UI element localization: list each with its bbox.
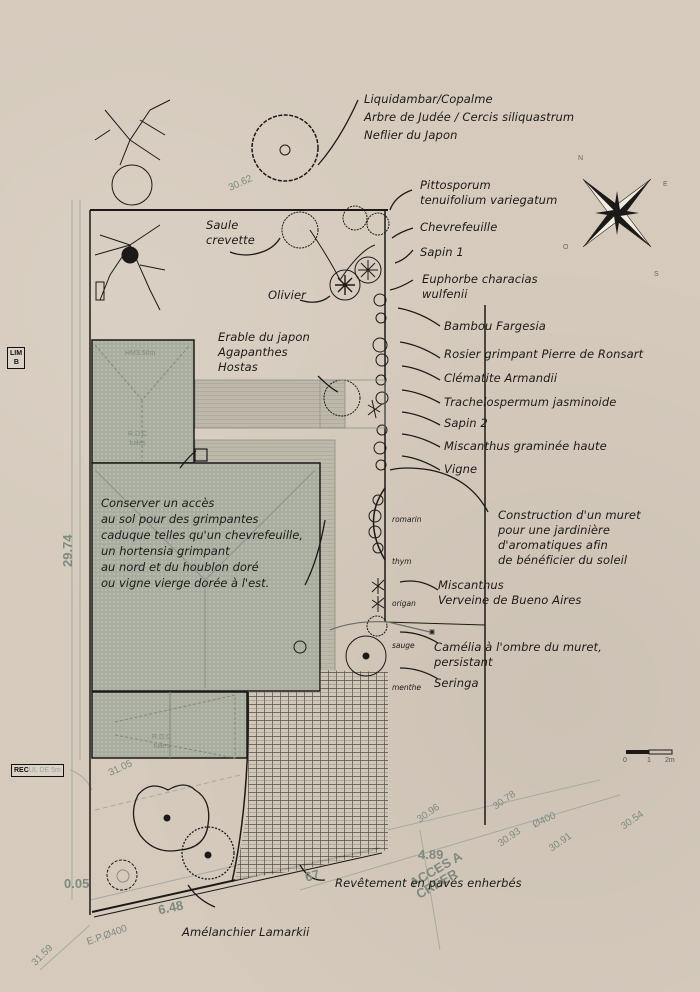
compass-rose-icon	[582, 178, 652, 248]
limite-separative-box: LIM B	[7, 347, 26, 369]
label-muret: Construction d'un muret pour une jardini…	[498, 508, 641, 567]
herb-origan: origan	[392, 599, 416, 608]
herb-thym: thym	[392, 557, 412, 566]
label-sapin-2: Sapin 2	[444, 416, 488, 430]
label-amelanchier: Amélanchier Lamarkii	[182, 925, 310, 939]
label-olivier: Olivier	[268, 288, 306, 302]
label-camelia: Camélia à l'ombre du muret, persistant	[434, 640, 602, 669]
label-pittosporum: Pittosporum tenuifolium variegatum	[420, 178, 558, 207]
label-neflier: Neflier du Japon	[364, 128, 458, 142]
label-arbre-de-judee: Arbre de Judée / Cercis siliquastrum	[364, 110, 575, 124]
label-bambou: Bambou Fargesia	[444, 319, 546, 333]
plant-symbols	[94, 99, 390, 891]
compass-south-label: S	[654, 271, 659, 278]
label-vigne: Vigne	[444, 462, 478, 476]
label-liquidambar: Liquidambar/Copalme	[364, 92, 493, 106]
climbing-plants-note: Conserver un accès au sol pour des grimp…	[101, 496, 303, 590]
rdc-tuiles-bottom: R.D.C tuiles	[152, 734, 172, 750]
compass-west-label: O	[563, 244, 569, 251]
scale-tick-0: 0	[623, 757, 627, 764]
house-footprint	[91, 281, 346, 759]
label-rosier: Rosier grimpant Pierre de Ronsart	[444, 347, 644, 361]
herb-sauge: sauge	[392, 641, 415, 650]
label-saule-crevette: Saule crevette	[206, 218, 255, 247]
label-sapin-1: Sapin 1	[420, 245, 464, 259]
tree-branches-northwest	[94, 99, 171, 311]
scale-tick-2m: 2m	[665, 757, 675, 764]
rdc-tuiles-top: R.D.C tuiles	[128, 431, 148, 447]
herb-menthe: menthe	[392, 683, 421, 692]
label-miscanthus-verveine: Miscanthus Verveine de Bueno Aires	[438, 578, 582, 607]
compass-north-label: N	[578, 155, 584, 162]
label-revetement: Revêtement en pavés enherbés	[335, 876, 522, 890]
label-seringa: Seringa	[434, 676, 479, 690]
roof-height-label: HM3.50m	[125, 350, 156, 357]
label-trachelospermum: Trachelospermum jasminoide	[444, 395, 617, 409]
label-clematite: Clématite Armandii	[444, 371, 558, 385]
scale-tick-1: 1	[647, 757, 651, 764]
scale-bar	[626, 749, 673, 755]
compass-east-label: E	[663, 181, 668, 188]
dimension-0-05: 0.05	[64, 876, 90, 891]
herb-romarin: romarin	[392, 515, 422, 524]
label-chevrefeuille: Chevrefeuille	[420, 220, 498, 234]
label-euphorbe: Euphorbe characias wulfenii	[422, 272, 538, 301]
paver-area	[231, 670, 388, 883]
dimension-29-74: 29.74	[60, 534, 75, 567]
label-miscanthus-haute: Miscanthus graminée haute	[444, 439, 607, 453]
recul-box: RECUL DE 5m	[11, 764, 64, 777]
herb-list: romarin thym origan sauge menthe	[392, 485, 422, 709]
dimension-4-89: 4.89	[418, 847, 444, 862]
leader-lines	[179, 99, 489, 908]
label-erable-agapanthes-hostas: Erable du japon Agapanthes Hostas	[218, 330, 310, 374]
